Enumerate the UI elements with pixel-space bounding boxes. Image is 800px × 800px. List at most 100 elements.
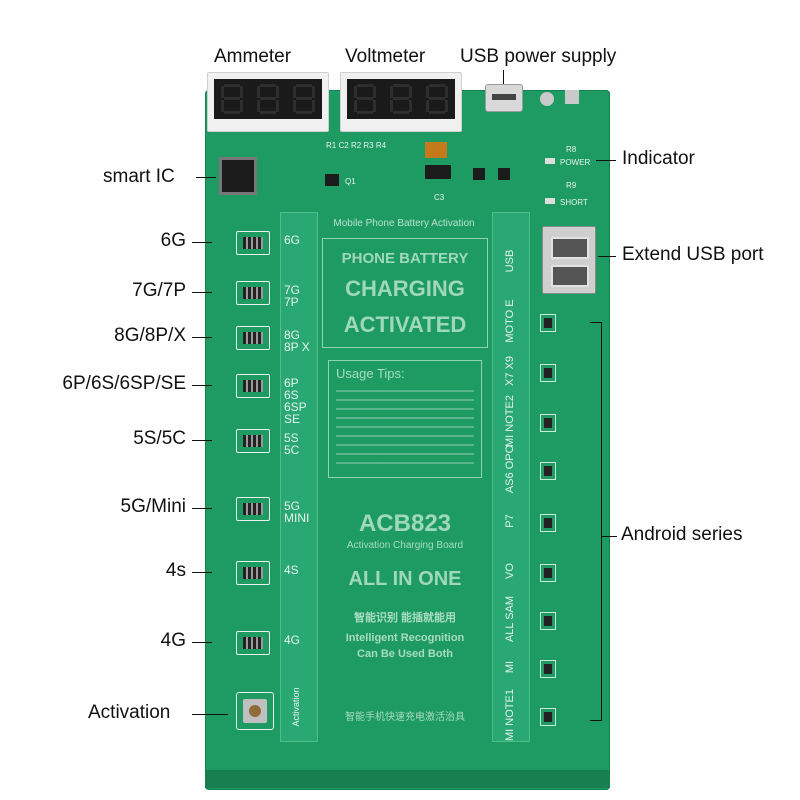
battery-connector-slot[interactable] xyxy=(236,631,270,655)
model-subtitle: Activation Charging Board xyxy=(346,540,464,551)
bracket-android-vertical xyxy=(601,322,602,720)
battery-connector-slot[interactable] xyxy=(236,561,270,585)
c3-label: C3 xyxy=(434,193,445,202)
seven-segment-digit xyxy=(354,84,376,114)
pcb-board xyxy=(205,90,610,790)
right-slot-silk-label: USB xyxy=(504,249,516,273)
leader-smart-ic xyxy=(196,177,216,178)
indicator-power-label: POWER xyxy=(560,158,591,167)
battery-connector-slot[interactable] xyxy=(236,281,270,305)
callout-left-label: 5S/5C xyxy=(133,428,186,449)
leader-activation xyxy=(192,714,228,715)
transistor xyxy=(498,168,510,180)
left-slot-strip xyxy=(280,212,318,742)
activation-button[interactable] xyxy=(236,692,274,730)
leader-indicator xyxy=(596,160,616,161)
cn-slogan: 智能识别 能插就能用 xyxy=(353,612,457,624)
all-in-one: ALL IN ONE xyxy=(348,568,462,590)
leader-left-label xyxy=(192,242,212,243)
android-connector-slot[interactable] xyxy=(540,660,556,678)
seven-segment-digit xyxy=(426,84,448,114)
callout-left-label: 6P/6S/6SP/SE xyxy=(62,373,186,394)
model-number: ACB823 xyxy=(358,510,452,537)
title-line-2: CHARGING xyxy=(345,276,465,301)
seven-segment-digit xyxy=(257,84,279,114)
title-line-3: ACTIVATED xyxy=(343,312,467,337)
cn-footer: 智能手机快速充电激活治具 xyxy=(345,712,465,723)
android-connector-slot[interactable] xyxy=(540,514,556,532)
callout-activation: Activation xyxy=(88,702,171,723)
component-labels: R1 C2 R2 R3 R4 xyxy=(326,141,387,150)
left-slot-silk-label: 5G MINI xyxy=(284,499,310,525)
callout-indicator: Indicator xyxy=(622,148,695,169)
battery-connector-slot[interactable] xyxy=(236,374,270,398)
callout-left-label: 6G xyxy=(160,230,186,251)
usb-a-port[interactable] xyxy=(542,226,596,294)
short-led xyxy=(545,198,555,204)
left-slot-silk-label: 8G 8P X xyxy=(284,328,310,354)
pcb-edge xyxy=(205,770,610,788)
callout-ammeter: Ammeter xyxy=(214,46,292,67)
android-connector-slot[interactable] xyxy=(540,612,556,630)
r8-label: R8 xyxy=(566,145,577,154)
left-slot-silk-label: 6P 6S 6SP SE xyxy=(284,376,307,426)
android-connector-slot[interactable] xyxy=(540,314,556,332)
leader-left-label xyxy=(192,572,212,573)
micro-usb-port[interactable] xyxy=(485,84,523,112)
board-header: Mobile Phone Battery Activation xyxy=(333,218,475,229)
leader-android-series xyxy=(601,536,617,537)
battery-connector-slot[interactable] xyxy=(236,326,270,350)
right-slot-strip xyxy=(492,212,530,742)
leader-left-label xyxy=(192,440,212,441)
android-connector-slot[interactable] xyxy=(540,462,556,480)
callout-left-label: 4G xyxy=(160,630,186,651)
left-slot-silk-label: 4S xyxy=(284,563,299,577)
leader-left-label xyxy=(192,385,212,386)
android-connector-slot[interactable] xyxy=(540,414,556,432)
callout-voltmeter: Voltmeter xyxy=(345,46,426,67)
callout-left-label: 5G/Mini xyxy=(120,496,186,517)
seven-segment-digit xyxy=(221,84,243,114)
battery-connector-slot[interactable] xyxy=(236,497,270,521)
left-slot-silk-label: 5S 5C xyxy=(284,431,300,457)
seven-segment-digit xyxy=(390,84,412,114)
title-frame xyxy=(322,238,488,348)
transistor xyxy=(325,174,339,186)
transistor xyxy=(473,168,485,180)
r9-label: R9 xyxy=(566,181,577,190)
callout-left-label: 4s xyxy=(165,560,186,581)
bracket-android-top xyxy=(590,322,602,323)
power-led xyxy=(545,158,555,164)
en-slogan-2: Can Be Used Both xyxy=(357,648,453,660)
android-connector-slot[interactable] xyxy=(540,364,556,382)
left-slot-silk-label: 6G xyxy=(284,233,301,247)
usage-tips-box xyxy=(328,360,482,478)
right-slot-silk-label: MI NOTE1 xyxy=(504,689,516,741)
leader-usb-power xyxy=(503,70,504,84)
ammeter-display xyxy=(207,72,329,132)
android-connector-slot[interactable] xyxy=(540,708,556,726)
smart-ic-chip xyxy=(222,160,254,192)
callout-left-label: 8G/8P/X xyxy=(114,325,186,346)
usage-tips-lines xyxy=(336,390,474,470)
android-connector-slot[interactable] xyxy=(540,564,556,582)
leader-left-label xyxy=(192,508,212,509)
solder-pad xyxy=(565,90,579,104)
callout-extend-usb: Extend USB port xyxy=(622,244,764,265)
left-slot-silk-label: 4G xyxy=(284,633,301,647)
seven-segment-digit xyxy=(293,84,315,114)
callout-usb-power: USB power supply xyxy=(460,46,617,67)
solder-pad xyxy=(540,92,554,106)
leader-left-label xyxy=(192,337,212,338)
leader-left-label xyxy=(192,642,212,643)
battery-connector-slot[interactable] xyxy=(236,231,270,255)
title-line-1: PHONE BATTERY xyxy=(341,250,469,267)
en-slogan-1: Intelligent Recognition xyxy=(345,632,465,644)
q1-label: Q1 xyxy=(345,177,356,186)
battery-connector-slot[interactable] xyxy=(236,429,270,453)
left-slot-silk-label: 7G 7P xyxy=(284,283,301,309)
indicator-short-label: SHORT xyxy=(560,198,588,207)
callout-android-series: Android series xyxy=(621,524,743,545)
leader-left-label xyxy=(192,292,212,293)
activation-vertical-label: Activation xyxy=(291,687,301,727)
